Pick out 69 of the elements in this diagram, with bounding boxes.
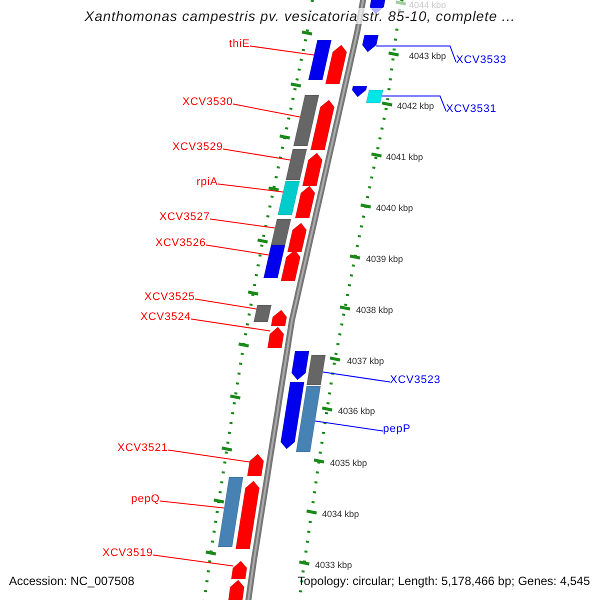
gene-feature [253,304,272,322]
scale-label: 4034 kbp [322,509,360,520]
gene-label: XCV3530 [182,96,233,109]
scale-label: 4038 kbp [356,305,394,316]
scale-label: 4035 kbp [330,458,368,469]
leader-line [194,298,257,310]
gene-label: XCV3525 [144,291,195,304]
gene-feature [302,152,323,186]
gene-label: rpiA [196,176,218,189]
leader-line [152,554,234,566]
leader-line [322,372,390,382]
gene-feature [287,222,307,252]
scale-label: 4036 kbp [338,406,376,417]
leader-line [190,318,271,332]
gene-label: XCV3524 [140,311,191,324]
topology-text: Topology: circular; Length: 5,178,466 bp; Genes: 4,545 [298,574,590,589]
leader-line [218,184,284,192]
scale-label: 4039 kbp [366,254,404,265]
gene-label: XCV3531 [446,103,497,116]
leader-line [250,46,314,56]
gene-feature [291,350,310,380]
gene-feature [310,100,335,150]
gene-feature [362,34,379,52]
gene-label: XCV3526 [155,237,206,250]
leader-line [232,104,300,118]
gene-feature [294,186,316,218]
gene-label: pepQ [131,493,160,506]
gene-feature [325,44,347,84]
scale-label: 4041 kbp [386,152,424,163]
gene-feature [267,326,284,348]
gene-label: XCV3523 [390,374,441,387]
scale-label: 4043 kbp [409,51,446,62]
gene-label: XCV3533 [456,54,507,67]
gene-feature [280,250,301,282]
gene-feature [296,386,321,452]
scale-label: 4037 kbp [347,356,384,367]
gene-feature [270,218,292,246]
scale-label: 4033 kbp [315,560,352,571]
gene-feature [366,90,384,104]
leader-line [381,96,446,112]
gene-feature [306,354,326,386]
gene-feature [352,86,368,98]
scale-label: 4042 kbp [397,101,434,112]
leader-line [314,420,384,432]
gene-label: XCV3527 [159,211,210,224]
gene-feature [235,480,260,550]
gene-feature [293,94,320,146]
gene-feature [218,476,244,548]
leader-line [206,244,270,256]
gene-feature [263,244,286,278]
leader-line [210,218,276,228]
leader-line [168,450,250,462]
gene-feature [278,180,300,216]
gene-feature [286,148,308,180]
gene-feature [231,560,248,580]
leader-line [160,500,225,508]
gene-label: pepP [383,423,411,436]
gene-feature [308,40,332,80]
gene-feature [227,580,244,600]
gene-feature [247,454,264,476]
leader-line [222,148,291,160]
leader-line [376,46,456,62]
gene-label: XCV3519 [102,547,153,560]
accession-text: Accession: NC_007508 [9,574,134,589]
scale-label: 4040 kbp [376,203,414,214]
gene-feature [270,310,287,326]
gene-label: thiE [229,38,250,51]
gene-label: XCV3521 [117,442,168,455]
gene-label: XCV3529 [172,141,223,154]
